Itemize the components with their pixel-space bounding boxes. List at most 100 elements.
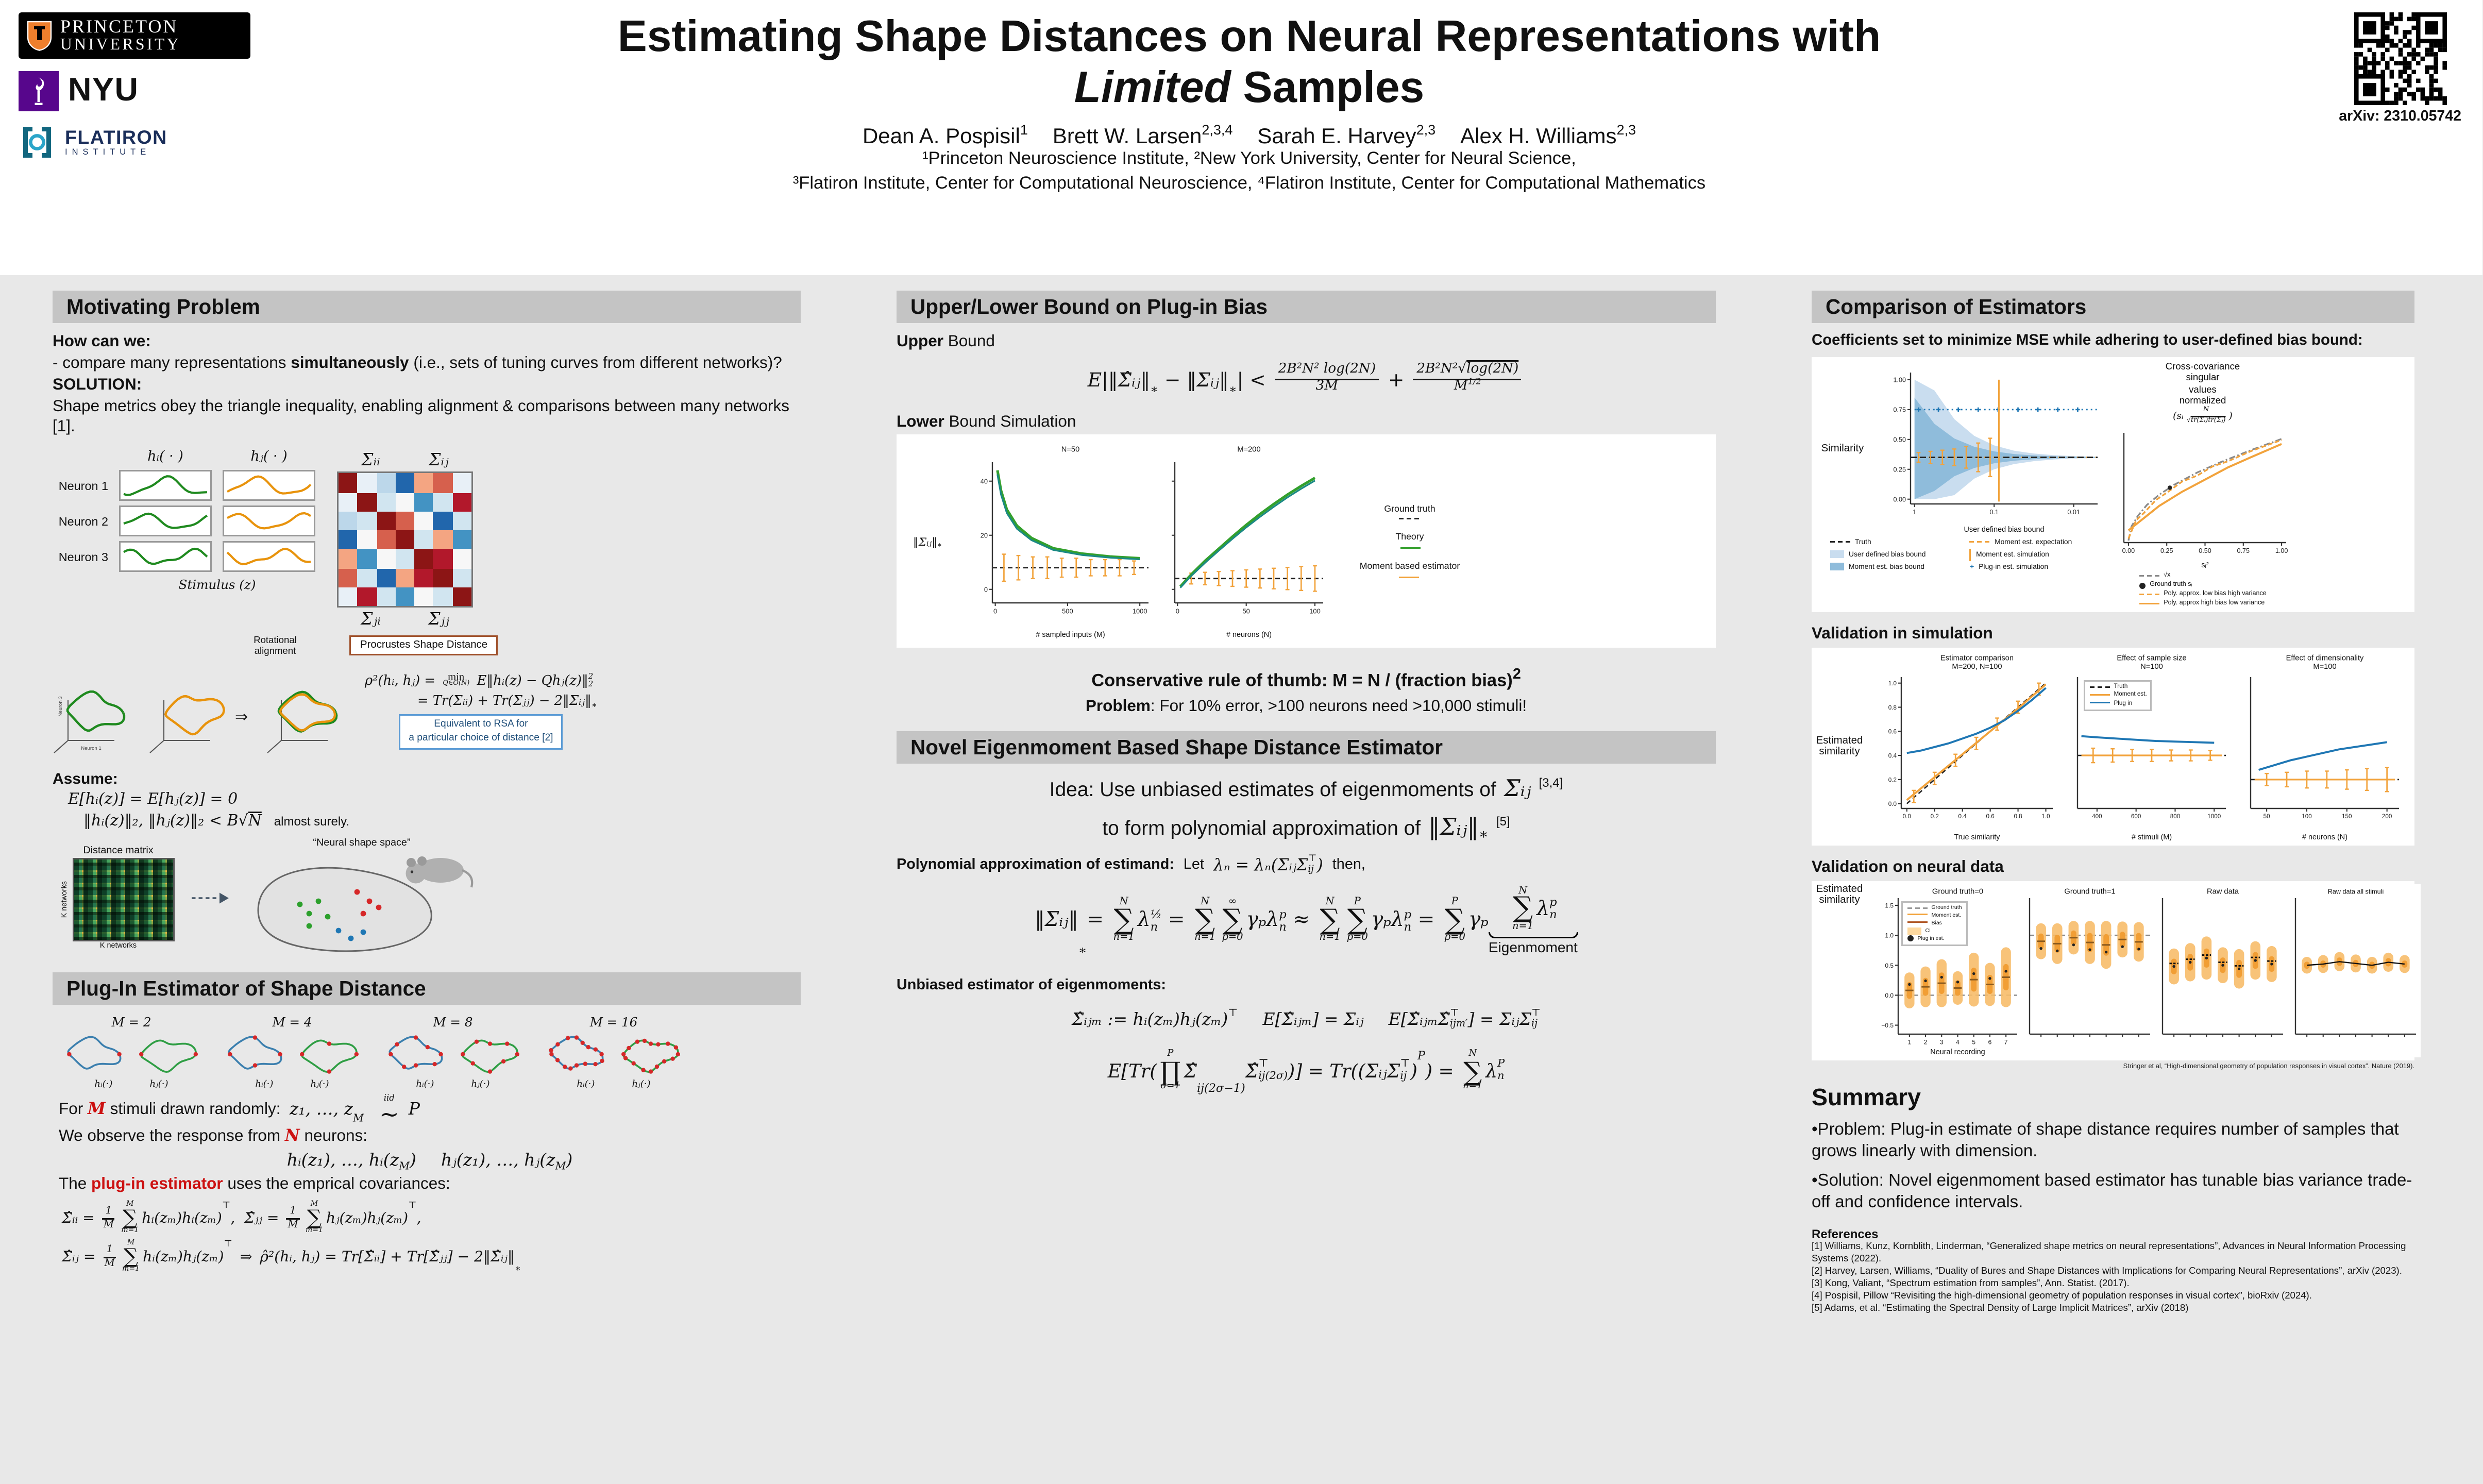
tuning-curve-j1: [223, 470, 315, 501]
procrustes-figure: Rotational alignment Procrustes Shape Di…: [53, 635, 801, 763]
legend-swatch-icon: [1830, 541, 1850, 543]
svg-text:0.25: 0.25: [2160, 548, 2173, 555]
svg-text:0.0: 0.0: [1885, 991, 1894, 999]
summary-header: Summary: [1812, 1084, 1921, 1111]
svg-text:0.2: 0.2: [1888, 776, 1897, 783]
svg-text:Neuron 3: Neuron 3: [58, 697, 63, 717]
poly-then: then,: [1332, 856, 1365, 874]
coefficients-line: Coefficients set to minimize MSE while a…: [1812, 332, 2363, 349]
svg-text:0: 0: [1176, 608, 1179, 616]
legend-swatch-icon: [1906, 921, 1927, 923]
legend-swatch-icon: [1906, 936, 1913, 942]
poster-title: Estimating Shape Distances on Neural Rep…: [309, 12, 2189, 114]
svg-text:# stimuli (M): # stimuli (M): [2132, 833, 2172, 841]
svg-text:1000: 1000: [2207, 813, 2221, 819]
plugin-line: The plug-in estimator uses the emprical …: [59, 1173, 801, 1197]
for-mid: stimuli drawn randomly:: [105, 1101, 281, 1120]
svg-text:0.75: 0.75: [2237, 548, 2250, 555]
legend-item: Moment est. simulation: [1970, 548, 2105, 561]
svg-text:6: 6: [1988, 1038, 1992, 1045]
sampled-loop-figure: [549, 1036, 604, 1071]
flatiron-mark-icon: [19, 123, 56, 160]
legend-swatch-icon: [1830, 550, 1844, 559]
legend-swatch-icon: [2139, 602, 2159, 604]
shape-space-blob: [257, 856, 474, 953]
svg-text:200: 200: [2382, 813, 2392, 819]
summary-solution: •Solution: Novel eigenmoment based estim…: [1812, 1171, 2412, 1212]
princeton-shield-icon: [27, 21, 52, 51]
svg-text:Raw data all stimuli: Raw data all stimuli: [2328, 888, 2384, 895]
neuron3-label: Neuron 3: [58, 550, 108, 564]
obs-pre: We observe the response from: [59, 1126, 285, 1145]
svg-text:50: 50: [1242, 608, 1249, 616]
m-fig-4: M = 4 hᵢ(·)hⱼ(·): [219, 1015, 365, 1090]
lower-bound-label: Lower Bound Simulation: [897, 413, 1716, 432]
poster-body: Motivating Problem How can we: - compare…: [0, 275, 2483, 1316]
affiliations-line2: ³Flatiron Institute, Center for Computat…: [792, 175, 1706, 194]
validation-simulation-header: Validation in simulation: [1812, 623, 1993, 643]
svg-text:0.4: 0.4: [1958, 813, 1967, 819]
svg-text:0.6: 0.6: [1986, 813, 1994, 819]
distance-matrix-image: [73, 857, 175, 941]
legend-swatch-icon: [2139, 582, 2146, 588]
upper-word: Upper: [897, 332, 944, 351]
legend-item: Truth: [1830, 538, 1959, 546]
m-fig-16: M = 16 hᵢ(·)hⱼ(·): [541, 1015, 686, 1090]
svg-text:0.0: 0.0: [1888, 800, 1897, 807]
svg-text:1.5: 1.5: [1885, 901, 1894, 908]
legend-swatch-icon: [1399, 547, 1420, 549]
svg-text:Effect of dimensionality: Effect of dimensionality: [2286, 654, 2364, 662]
tuning-curve-i3: [119, 541, 212, 572]
neuron1-label: Neuron 1: [58, 479, 108, 493]
svg-text:Raw data: Raw data: [2207, 887, 2239, 896]
logo-stack: PRINCETON UNIVERSITY NYU: [19, 12, 250, 160]
similarity-ylabel: Similarity: [1821, 443, 1864, 454]
reference-item: [5] Adams, et al. “Estimating the Spectr…: [1812, 1303, 2189, 1314]
hj-sub: hⱼ(·): [310, 1079, 329, 1090]
svg-text:1: 1: [1913, 509, 1916, 516]
svg-text:N=50: N=50: [1061, 446, 1080, 454]
svg-text:0.8: 0.8: [1888, 704, 1897, 711]
title-rest: Samples: [1230, 63, 1425, 113]
svg-text:20: 20: [981, 532, 988, 540]
section-header-eigenmoment: Novel Eigenmoment Based Shape Distance E…: [897, 731, 1716, 764]
legend-swatch-icon: [1399, 577, 1420, 579]
legend-item: Moment est. expectation: [1970, 538, 2105, 546]
svg-text:sᵢ²: sᵢ²: [2201, 562, 2208, 570]
svg-text:Neuron 1: Neuron 1: [81, 746, 101, 752]
svg-text:2: 2: [1924, 1038, 1928, 1045]
legend-item: Ground truth sᵢ: [2139, 580, 2192, 589]
princeton-logo: PRINCETON UNIVERSITY: [19, 12, 250, 58]
svg-text:1.00: 1.00: [1893, 377, 1906, 384]
poly-let: Let: [1183, 856, 1204, 874]
legend-item: +Plug-in est. simulation: [1970, 563, 2048, 571]
arxiv-id: arXiv: 2310.05742: [2339, 108, 2461, 125]
hi-sub: hᵢ(·): [255, 1079, 274, 1090]
idea2-ref: [5]: [1496, 814, 1510, 829]
idea1-text: Idea: Use unbiased estimates of eigenmom…: [1049, 777, 1496, 801]
qr-block: arXiv: 2310.05742: [2339, 12, 2461, 125]
est-word2: similarity: [1819, 746, 1860, 757]
legend-item: Poly. approx high bias low variance: [2139, 598, 2265, 606]
m-samples-figure: M = 2 hᵢ(·)hⱼ(·) M = 4 hᵢ(·)hⱼ(·) M = 8 …: [59, 1015, 801, 1090]
summary-problem: •Problem: Plug-in estimate of shape dist…: [1812, 1120, 2399, 1161]
svg-text:1.0: 1.0: [1888, 680, 1897, 686]
tuning-grid: hᵢ( · ) hⱼ( · ) Neuron 1 Neuron 2 Neuron…: [53, 450, 315, 593]
stimulus-label: Stimulus (z): [178, 577, 256, 593]
plugin-estimator-term: plug-in estimator: [91, 1175, 223, 1194]
cc-line4: normalized: [2179, 395, 2226, 407]
legend-swatch-icon: [1970, 541, 1990, 543]
